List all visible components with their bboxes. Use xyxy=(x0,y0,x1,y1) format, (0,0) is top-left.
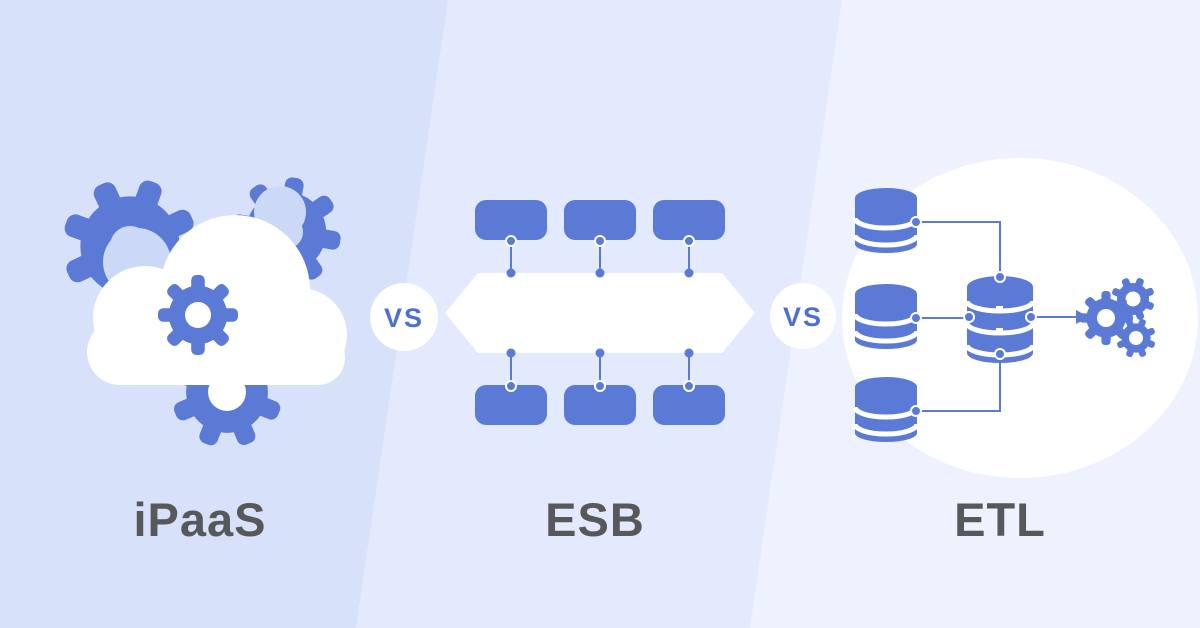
endpoint-box xyxy=(475,385,547,425)
connector-dots xyxy=(505,235,695,392)
endpoint-box xyxy=(475,200,547,240)
database-icon xyxy=(852,377,920,442)
cloud-icon xyxy=(87,215,347,385)
processing-gears-icon xyxy=(1079,270,1163,365)
bus-shape xyxy=(445,273,755,353)
database-icon xyxy=(852,188,920,253)
endpoint-box xyxy=(564,200,636,240)
vs-badge: VS xyxy=(770,283,836,349)
section-label-ipaas: iPaaS xyxy=(133,493,267,546)
etl-graphic xyxy=(842,158,1198,478)
vs-label: VS xyxy=(783,302,823,332)
endpoint-box xyxy=(564,385,636,425)
endpoint-box xyxy=(653,200,725,240)
endpoint-box xyxy=(653,385,725,425)
database-icon xyxy=(852,284,920,349)
section-label-esb: ESB xyxy=(545,493,645,546)
vs-label: VS xyxy=(384,303,424,333)
ipaas-graphic xyxy=(42,158,350,465)
section-label-etl: ETL xyxy=(954,493,1046,546)
vs-badge: VS xyxy=(370,283,438,351)
endpoint-boxes xyxy=(475,200,725,425)
gear-hole xyxy=(185,302,211,328)
etl-flow-lines xyxy=(916,221,1076,412)
esb-graphic xyxy=(445,200,755,425)
connection-dots xyxy=(910,216,1037,417)
